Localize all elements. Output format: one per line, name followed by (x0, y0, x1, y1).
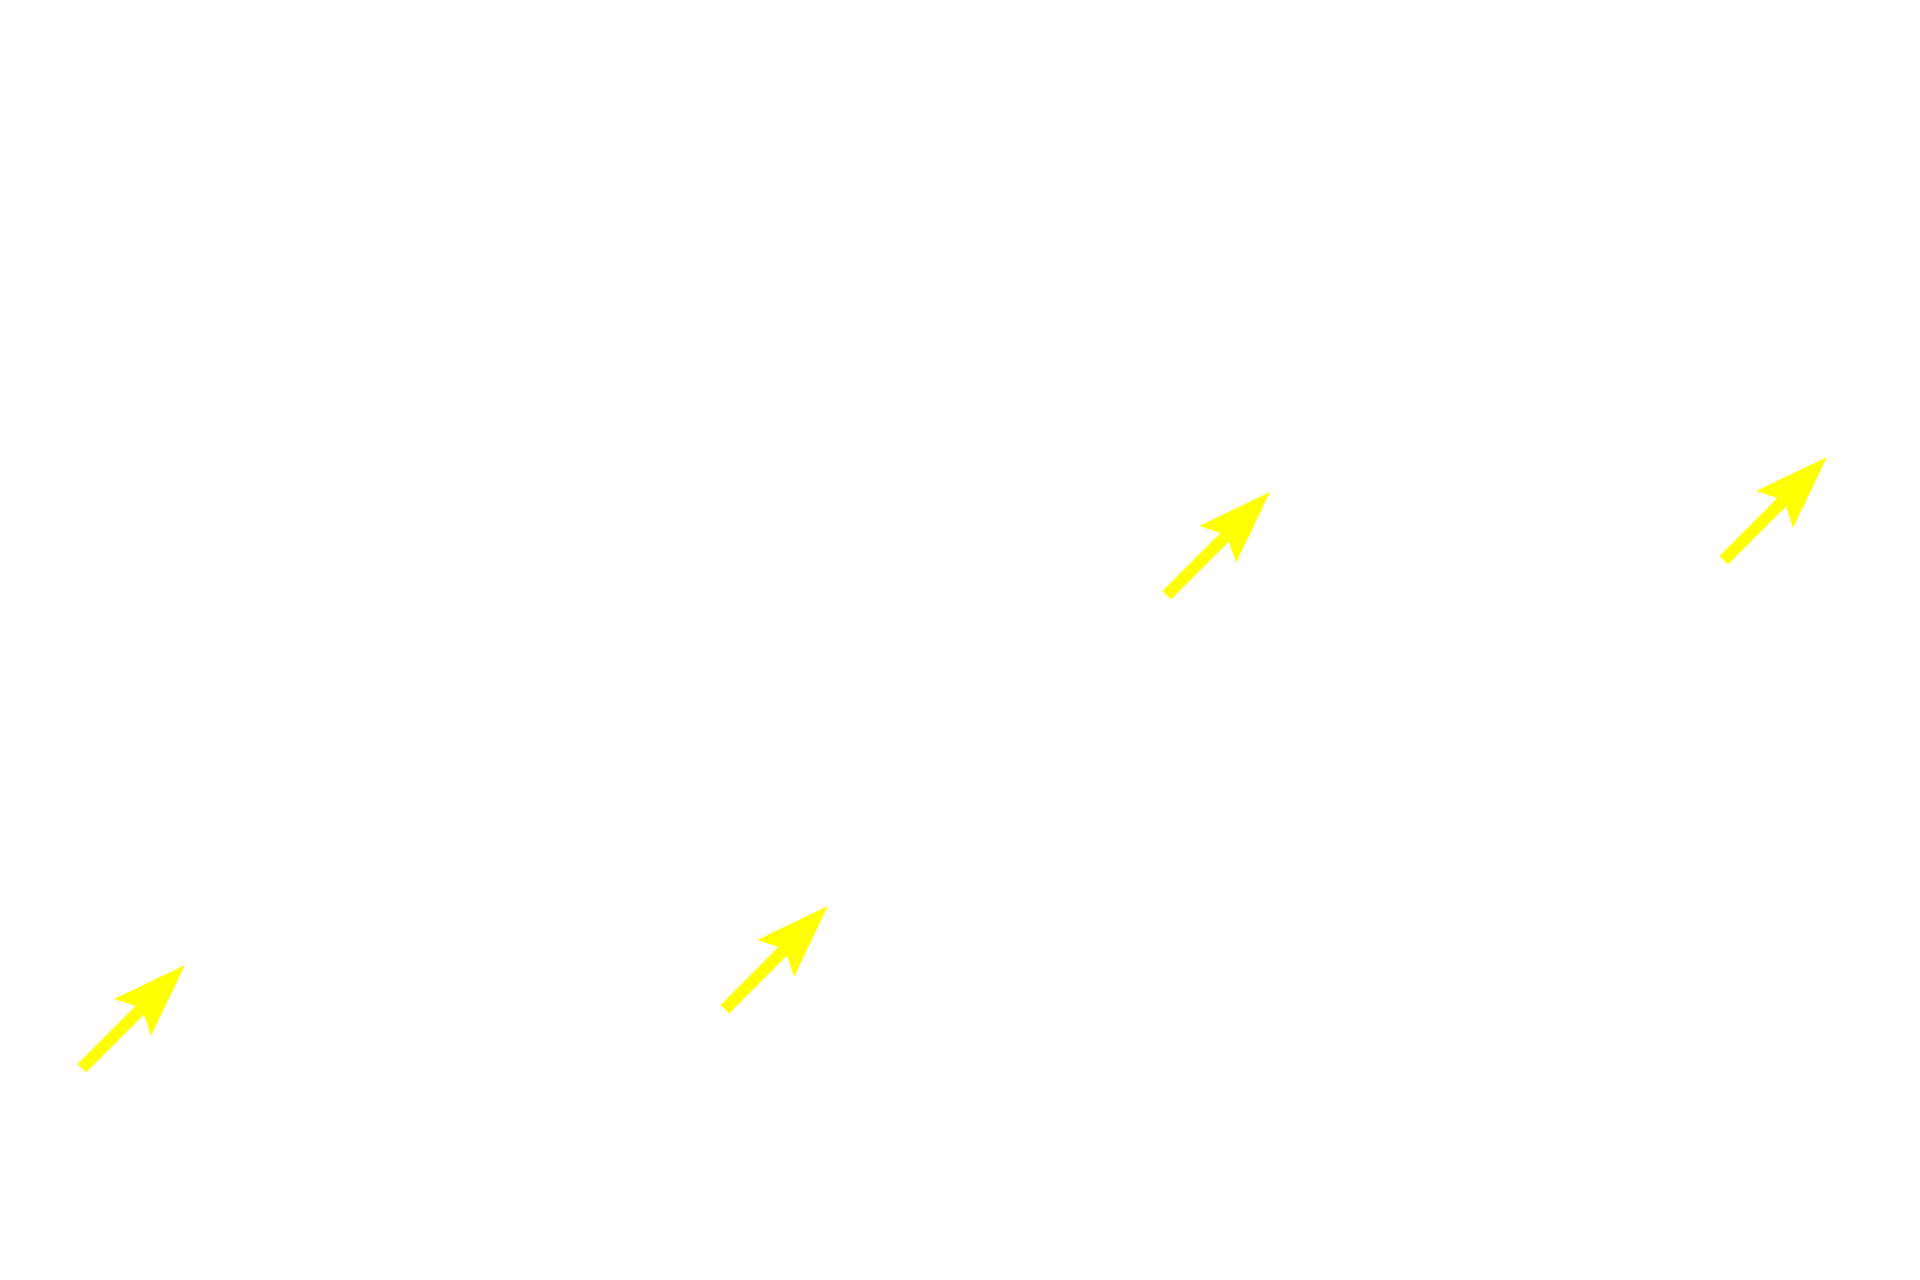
arrow-up-right-icon (1719, 457, 1827, 565)
arrow-up-right-icon (1162, 492, 1270, 600)
arrow-up-right-icon (720, 906, 828, 1014)
arrow-up-right-icon (77, 965, 185, 1073)
arrow-layer (77, 457, 1827, 1073)
